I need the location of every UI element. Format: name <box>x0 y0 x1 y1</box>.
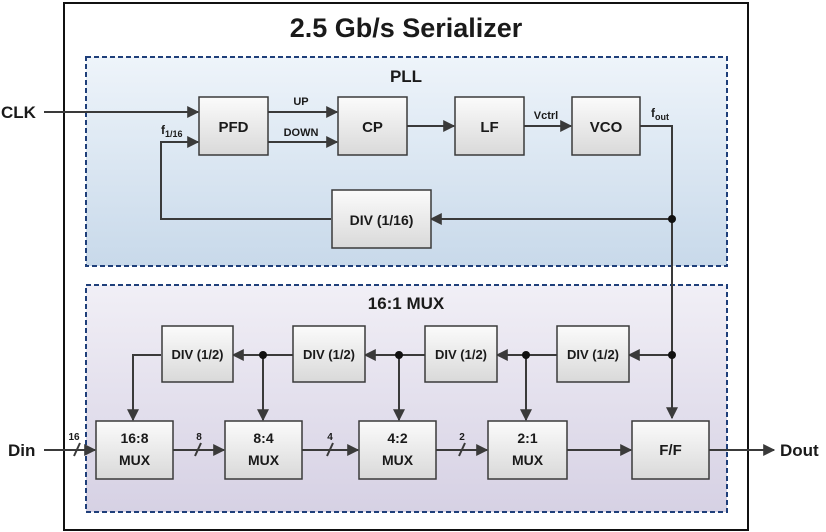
pll-section-label: PLL <box>390 67 422 86</box>
mux-16-8-block: 16:8 MUX <box>95 420 174 480</box>
lf-block: LF <box>454 96 525 156</box>
mux-4-2-block: 4:2 MUX <box>358 420 437 480</box>
bus-width-label: 2 <box>459 432 465 443</box>
mux-section-label: 16:1 MUX <box>368 294 445 313</box>
clk-input-label: CLK <box>1 103 37 122</box>
bus-slash-16 <box>73 442 81 457</box>
vctrl-signal-label: Vctrl <box>534 110 558 122</box>
feedback-wire <box>160 136 331 220</box>
page-title: 2.5 Gb/s Serializer <box>290 13 523 43</box>
ff-block: F/F <box>631 420 710 480</box>
mux-name-label: MUX <box>119 452 151 468</box>
div2-block-2: DIV (1/2) <box>292 325 366 383</box>
bus-slash-4 <box>326 442 334 457</box>
dout-output-label: Dout <box>780 441 819 460</box>
mux-name-label: MUX <box>512 452 544 468</box>
div16-label: DIV (1/16) <box>350 212 414 228</box>
div2-label: DIV (1/2) <box>567 347 619 362</box>
div2-block-1: DIV (1/2) <box>161 325 234 383</box>
pfd-label: PFD <box>219 119 249 136</box>
div16-block: DIV (1/16) <box>331 189 432 249</box>
din-input-label: Din <box>8 441 35 460</box>
fout-signal-label: fout <box>651 106 669 122</box>
mux-name-label: MUX <box>248 452 280 468</box>
mux-2-1-block: 2:1 MUX <box>487 420 568 480</box>
vco-label: VCO <box>590 119 623 136</box>
bus-width-label: 4 <box>327 432 333 443</box>
pfd-block: PFD <box>198 96 269 156</box>
div2-1-to-mux1-wire <box>127 354 161 422</box>
lf-label: LF <box>480 119 498 136</box>
bus-slash-2 <box>458 442 466 457</box>
bus-width-label: 16 <box>68 432 80 443</box>
cp-label: CP <box>362 119 383 136</box>
mux-ratio-label: 8:4 <box>253 430 273 446</box>
div2-label: DIV (1/2) <box>171 347 223 362</box>
junction-dot <box>259 351 267 359</box>
fout-wire <box>640 125 673 416</box>
mux-ratio-label: 2:1 <box>517 430 537 446</box>
ff-label: F/F <box>659 442 682 459</box>
mux-region <box>85 284 728 513</box>
junction-dot <box>522 351 530 359</box>
junction-dot <box>668 351 676 359</box>
bus-width-label: 8 <box>196 432 202 443</box>
junction-dot <box>668 215 676 223</box>
div2-block-4: DIV (1/2) <box>556 325 630 383</box>
mux-8-4-block: 8:4 MUX <box>224 420 303 480</box>
down-signal-label: DOWN <box>284 127 319 139</box>
mux-ratio-label: 4:2 <box>387 430 407 446</box>
div2-block-3: DIV (1/2) <box>424 325 498 383</box>
mux-ratio-label: 16:8 <box>120 430 148 446</box>
up-signal-label: UP <box>293 96 308 108</box>
div2-label: DIV (1/2) <box>303 347 355 362</box>
bus-slash-8 <box>194 442 202 457</box>
cp-block: CP <box>337 96 408 156</box>
div2-label: DIV (1/2) <box>435 347 487 362</box>
mux-name-label: MUX <box>382 452 414 468</box>
vco-block: VCO <box>571 96 641 156</box>
junction-dot <box>395 351 403 359</box>
f116-signal-label: f1/16 <box>161 123 183 139</box>
